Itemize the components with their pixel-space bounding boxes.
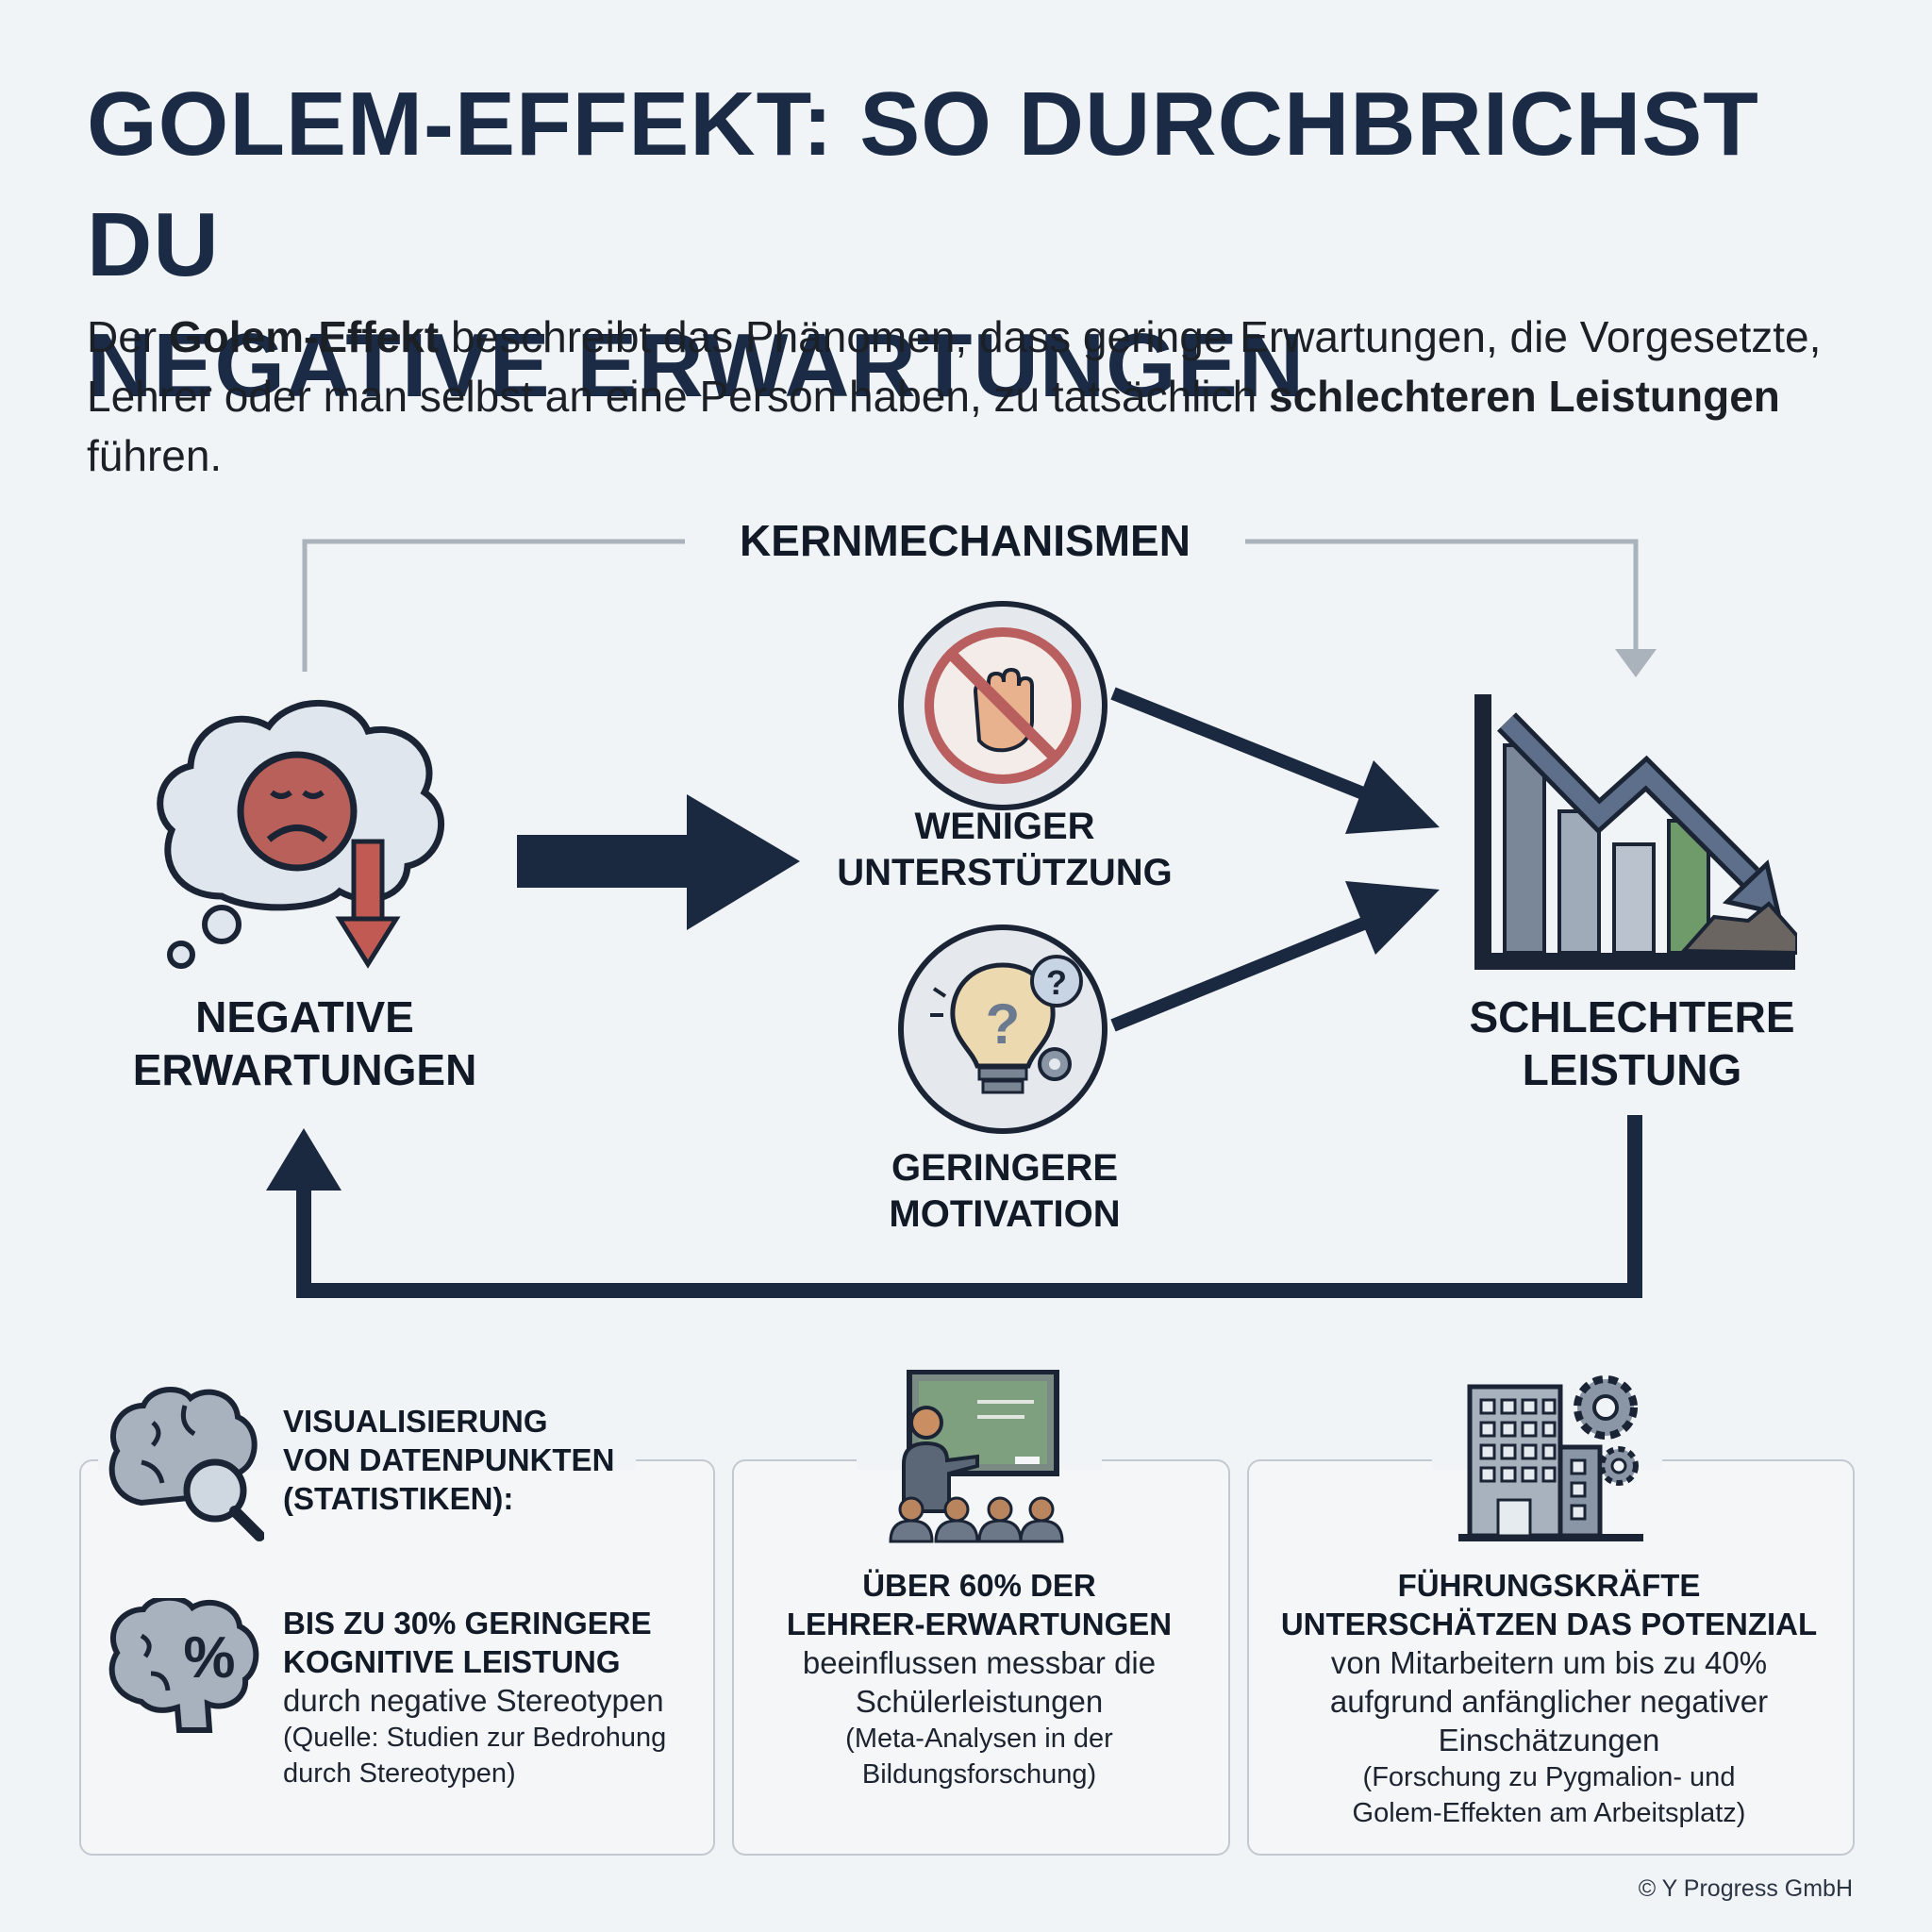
card1-body: BIS ZU 30% GERINGERE KOGNITIVE LEISTUNG …: [283, 1604, 708, 1791]
node-negative-expectations-line-1: NEGATIVE: [195, 992, 414, 1041]
card2-bold-2: LEHRER-ERWARTUNGEN: [786, 1607, 1173, 1641]
motivation-to-performance-arrow: [1110, 881, 1440, 1032]
card1-bold-2: KOGNITIVE LEISTUNG: [283, 1644, 621, 1679]
main-flow-arrow: [517, 794, 800, 930]
svg-text:?: ?: [986, 992, 1021, 1056]
intro-paragraph: Der Golem-Effekt beschreibt das Phänomen…: [87, 308, 1860, 486]
card3-text-3: Einschätzungen: [1438, 1723, 1660, 1757]
node-lower-motivation-line-2: MOTIVATION: [889, 1193, 1121, 1235]
node-worse-performance-line-2: LEISTUNG: [1522, 1045, 1742, 1094]
svg-text:%: %: [183, 1625, 235, 1690]
feedback-loop-arrowhead: [266, 1128, 341, 1191]
card1-source-1: (Quelle: Studien zur Bedrohung: [283, 1723, 667, 1753]
node-worse-performance: SCHLECHTERE LEISTUNG: [1443, 991, 1821, 1096]
intro-result: schlechteren Leistungen: [1268, 372, 1780, 421]
gear-icon: [1574, 1375, 1638, 1440]
brain-magnifier-icon: [108, 1386, 264, 1541]
page-title: GOLEM-EFFEKT: SO DURCHBRICHST DU NEGATIV…: [87, 64, 1879, 426]
support-to-performance-arrow: [1110, 687, 1440, 834]
card3-text-1: von Mitarbeitern um bis zu 40%: [1330, 1645, 1768, 1680]
node-less-support: WENIGER UNTERSTÜTZUNG: [811, 804, 1198, 896]
stats-section-header: VISUALISIERUNG VON DATENPUNKTEN (STATIST…: [283, 1402, 679, 1518]
card2-source-1: (Meta-Analysen in der: [845, 1724, 1113, 1754]
title-line-2: NEGATIVE ERWARTUNGEN: [87, 315, 1306, 416]
sad-thought-cloud-icon: [157, 699, 445, 969]
down-arrow-icon: [335, 839, 401, 969]
card1-source-2: durch Stereotypen): [283, 1758, 516, 1789]
node-negative-expectations-line-2: ERWARTUNGEN: [132, 1045, 477, 1094]
node-lower-motivation-line-1: GERINGERE: [891, 1147, 1119, 1189]
brain-percent-icon: %: [108, 1598, 259, 1733]
card2-text-1: beeinflussen messbar die: [802, 1645, 1157, 1680]
stats-header-line-1: VISUALISIERUNG: [283, 1404, 548, 1439]
card3-source-1: (Forschung zu Pygmalion- und: [1362, 1762, 1736, 1792]
title-line-1: GOLEM-EFFEKT: SO DURCHBRICHST DU: [87, 74, 1759, 295]
node-less-support-line-2: UNTERSTÜTZUNG: [837, 852, 1173, 893]
card3-body: FÜHRUNGSKRÄFTE UNTERSCHÄTZEN DAS POTENZI…: [1255, 1566, 1843, 1831]
bracket-arrowhead: [1615, 649, 1657, 677]
intro-text-3: führen.: [87, 431, 223, 480]
office-building-gears-icon: [1458, 1375, 1643, 1541]
card2-source-2: Bildungsforschung): [861, 1759, 1097, 1790]
small-gear-icon: [1599, 1446, 1639, 1486]
svg-text:?: ?: [1046, 963, 1067, 1002]
feedback-loop-arrow: [296, 1115, 1642, 1298]
card3-text-2: aufgrund anfänglicher negativer: [1329, 1684, 1769, 1719]
card3-bold-1: FÜHRUNGSKRÄFTE: [1397, 1568, 1701, 1603]
stat-card-teachers: [732, 1459, 1230, 1856]
card2-body: ÜBER 60% DER LEHRER-ERWARTUNGEN beeinflu…: [745, 1566, 1213, 1792]
card1-text-1: durch negative Stereotypen: [283, 1683, 664, 1718]
card2-text-2: Schülerleistungen: [855, 1684, 1104, 1719]
stop-hand-icon: [898, 601, 1108, 810]
intro-text-2: beschreibt das Phänomen, dass geringe Er…: [87, 312, 1822, 421]
declining-chart-icon: [1474, 694, 1797, 970]
node-less-support-line-1: WENIGER: [914, 806, 1095, 847]
intro-term: Golem-Effekt: [168, 312, 440, 361]
teacher-classroom-icon: [889, 1370, 1064, 1543]
card1-bold-1: BIS ZU 30% GERINGERE: [283, 1606, 652, 1641]
stats-header-line-3: (STATISTIKEN):: [283, 1481, 514, 1516]
heading-bracket: [302, 539, 1639, 672]
card3-bold-2: UNTERSCHÄTZEN DAS POTENZIAL: [1280, 1607, 1818, 1641]
node-negative-expectations: NEGATIVE ERWARTUNGEN: [104, 991, 506, 1096]
card2-bold-1: ÜBER 60% DER: [862, 1568, 1096, 1603]
question-lightbulb-icon: ? ?: [898, 924, 1108, 1134]
copyright: © Y Progress GmbH: [1638, 1875, 1853, 1902]
intro-text-1: Der: [87, 312, 169, 361]
card3-source-2: Golem-Effekten am Arbeitsplatz): [1352, 1798, 1746, 1828]
node-lower-motivation: GERINGERE MOTIVATION: [811, 1145, 1198, 1238]
stats-header-line-2: VON DATENPUNKTEN: [283, 1442, 615, 1477]
section-heading: KERNMECHANISMEN: [740, 516, 1191, 565]
node-worse-performance-line-1: SCHLECHTERE: [1469, 992, 1795, 1041]
